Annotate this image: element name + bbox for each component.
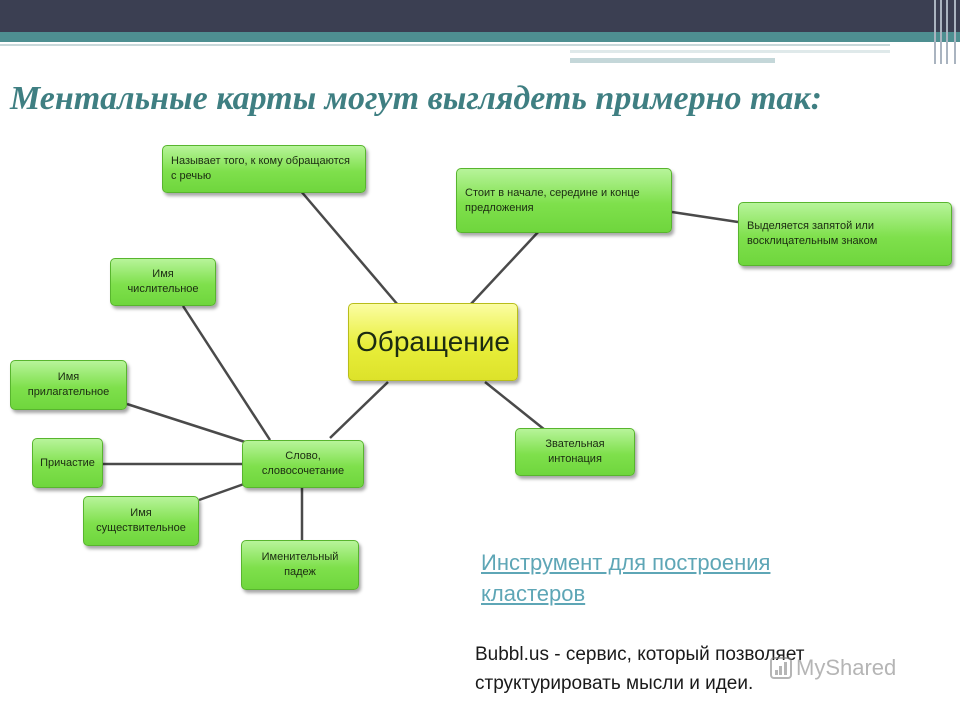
- node-center: Обращение: [348, 303, 518, 381]
- node-label: Выделяется запятой или восклицательным з…: [747, 220, 878, 247]
- node-participle: Причастие: [32, 438, 103, 488]
- connector-line: [299, 189, 399, 306]
- service-description: Bubbl.us - сервис, который позволяет стр…: [475, 644, 805, 695]
- header-line: [570, 58, 775, 63]
- header-bar: [0, 0, 960, 32]
- node-label: Причастие: [40, 456, 95, 469]
- node-intonation: Звательная интонация: [515, 428, 635, 476]
- node-label: Имя существительное: [96, 507, 186, 534]
- node-label: Имя числительное: [127, 268, 199, 295]
- node-calls: Называет того, к кому обращаются с речью: [162, 145, 366, 193]
- node-word: Слово, словосочетание: [242, 440, 364, 488]
- node-center-label: Обращение: [356, 326, 510, 358]
- node-label: Стоит в начале, середине и конце предлож…: [465, 186, 640, 214]
- node-position: Стоит в начале, середине и конце предлож…: [456, 168, 672, 233]
- node-label: Именительный падеж: [261, 551, 339, 578]
- node-label: Слово, словосочетание: [261, 450, 345, 477]
- node-adjective: Имя прилагательное: [10, 360, 127, 410]
- connector-line: [181, 305, 272, 441]
- watermark: MyShared: [770, 655, 896, 681]
- node-label: Имя прилагательное: [27, 371, 110, 398]
- slide-title: Ментальные карты могут выглядеть примерн…: [10, 80, 822, 117]
- node-noun: Имя существительное: [83, 496, 199, 546]
- node-label: Звательная интонация: [545, 438, 605, 465]
- connector-line: [671, 210, 739, 224]
- node-nominative: Именительный падеж: [241, 540, 359, 590]
- header-line: [570, 50, 890, 53]
- connector-line: [329, 381, 389, 439]
- cluster-tool-link[interactable]: Инструмент для построения кластеров: [481, 550, 771, 606]
- node-numeral: Имя числительное: [110, 258, 216, 306]
- connector-line: [198, 482, 245, 502]
- corner-decoration: [930, 0, 960, 64]
- connector-line: [484, 381, 546, 431]
- connector-line: [126, 402, 246, 444]
- watermark-text: MyShared: [796, 655, 897, 680]
- header-line: [0, 44, 890, 46]
- header-accent-bar: [0, 32, 960, 42]
- connector-line: [469, 229, 541, 306]
- node-separated: Выделяется запятой или восклицательным з…: [738, 202, 952, 266]
- chart-icon: [770, 657, 792, 679]
- node-label: Называет того, к кому обращаются с речью: [171, 155, 350, 182]
